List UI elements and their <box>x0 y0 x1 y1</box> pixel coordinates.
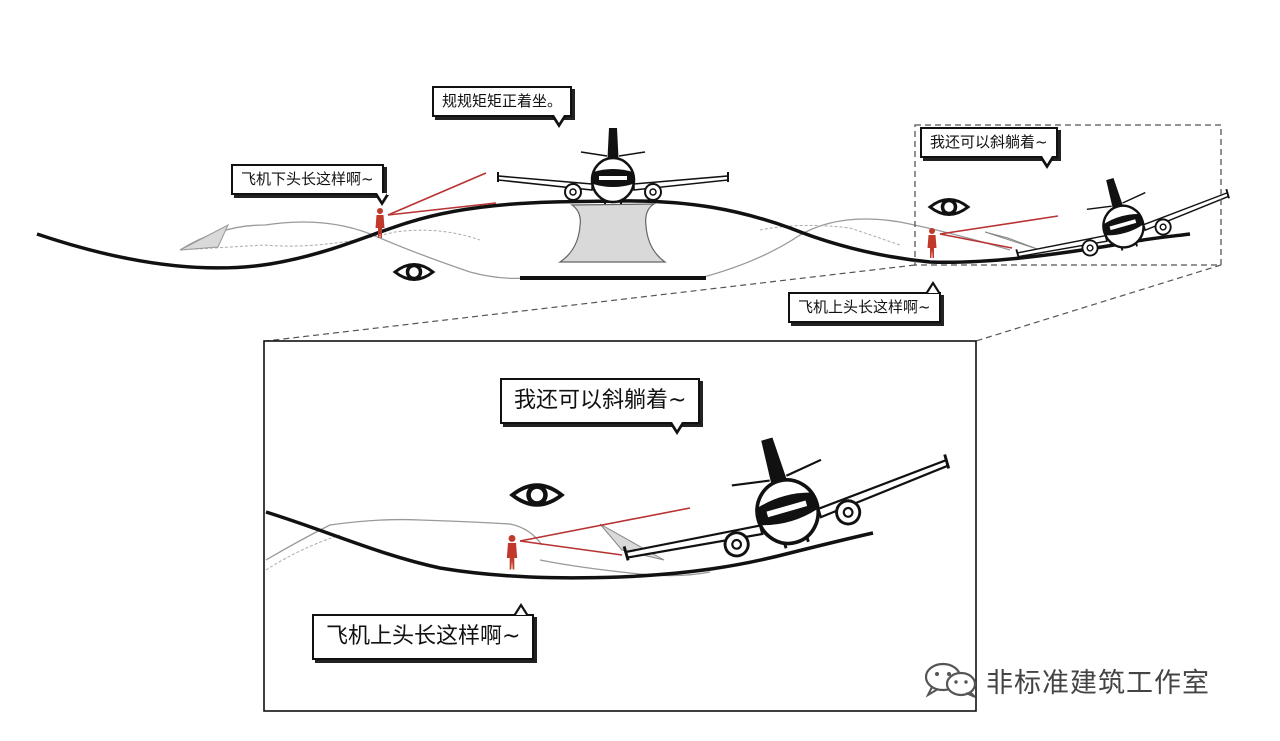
bubble-tail <box>514 603 528 615</box>
zoom-inner-surface-dashed <box>265 534 341 571</box>
main-surface-curve <box>36 199 1191 270</box>
bubble-tail <box>375 192 389 206</box>
focus-frame <box>914 124 1222 266</box>
watermark: 非标准建筑工作室 <box>922 662 1210 699</box>
bubble-tail <box>926 281 940 293</box>
zoom-panel-content <box>265 391 960 593</box>
zoom-sightline-2 <box>519 540 623 556</box>
bubble-tail <box>670 421 684 435</box>
airplane-upright <box>496 126 730 206</box>
bubble-sit-upright: 规规矩矩正着坐。 <box>432 86 573 128</box>
bubble-tail <box>552 114 566 128</box>
gray-wedge-right <box>984 231 1041 251</box>
bubble-head-up: 飞机上头长这样啊~ <box>788 281 941 323</box>
sightline-left-1 <box>387 172 487 216</box>
watermark-text: 非标准建筑工作室 <box>986 667 1210 699</box>
zoom-guide-left <box>265 264 916 342</box>
eye-icon-upper-right <box>928 197 970 217</box>
person-figure-right <box>927 228 937 258</box>
zoom-bubble-lie-tilted: 我还可以斜躺着~ <box>500 378 701 435</box>
zoom-main-curve <box>265 510 874 580</box>
bubble-lie-tilted: 我还可以斜躺着~ <box>920 127 1058 169</box>
zoom-sightline-1 <box>519 507 691 542</box>
bubble-tail <box>1040 155 1054 169</box>
sightline-right-2 <box>939 233 1013 249</box>
zoom-bubble-head-up: 飞机上头长这样啊~ <box>312 603 535 660</box>
zoom-eye-icon <box>512 485 561 505</box>
eye-icon-lower <box>393 262 435 282</box>
inner-surface-right <box>699 218 1011 279</box>
bubble-head-down: 飞机下头长这样啊~ <box>231 164 389 206</box>
wechat-icon <box>924 662 977 698</box>
gray-wedge-left <box>179 223 230 251</box>
sightline-left-2 <box>387 202 497 216</box>
zoom-guide-right <box>975 264 1222 342</box>
sightline-right-1 <box>939 215 1059 235</box>
inner-surface-left-dashed <box>179 229 481 251</box>
inner-surface-left <box>179 221 526 280</box>
inner-surface-right-dashed <box>759 224 901 246</box>
zoom-inner-surface <box>265 518 543 561</box>
support-column <box>558 203 667 263</box>
zoom-inner-surface-2 <box>539 559 711 577</box>
